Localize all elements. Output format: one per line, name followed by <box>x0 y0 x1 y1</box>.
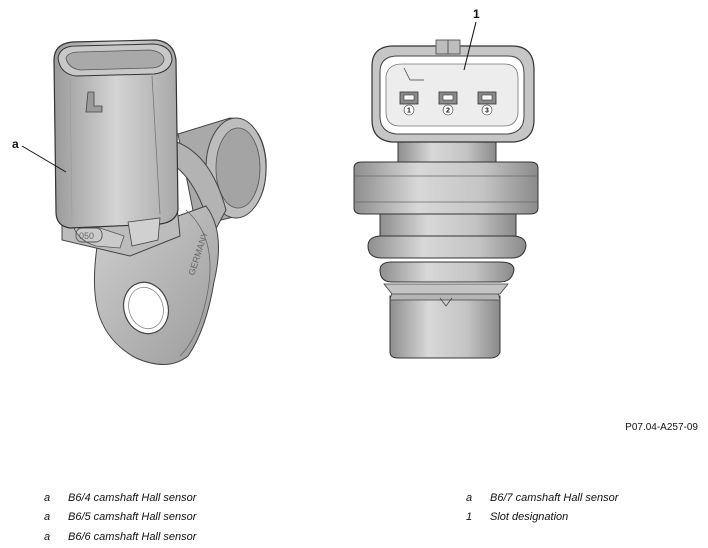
callout-a: a <box>12 137 67 173</box>
callout-1-label: 1 <box>473 7 480 21</box>
sensor-illustration: GERMANY 050 a <box>12 7 539 365</box>
figure-code: P07.04-A257-09 <box>625 422 698 433</box>
legend-key: a <box>44 511 51 524</box>
legend-item: a B6/7 camshaft Hall sensor <box>466 488 618 508</box>
legend-key: a <box>44 530 51 543</box>
callout-a-label: a <box>12 137 19 151</box>
pin-3-label: 3 <box>485 108 489 115</box>
pin-2: 2 <box>438 91 458 116</box>
right-sensor: 1 2 3 <box>353 39 539 359</box>
callout-1: 1 <box>463 7 480 71</box>
pin-1: 1 <box>399 91 419 116</box>
legend-text: B6/6 camshaft Hall sensor <box>68 530 197 543</box>
legend-left: a B6/4 camshaft Hall sensor a B6/5 camsh… <box>44 488 196 547</box>
legend-key: 1 <box>466 511 473 524</box>
legend-key: a <box>466 491 473 504</box>
embossed-code-text: 050 <box>79 231 94 241</box>
legend-item: a B6/5 camshaft Hall sensor <box>44 508 196 528</box>
legend-item: a B6/6 camshaft Hall sensor <box>44 527 196 547</box>
pin-3: 3 <box>477 91 497 116</box>
legend-right: a B6/7 camshaft Hall sensor 1 Slot desig… <box>466 488 618 527</box>
legend-text: B6/5 camshaft Hall sensor <box>68 511 197 524</box>
left-sensor: GERMANY 050 <box>53 39 267 365</box>
legend-text: Slot designation <box>490 511 569 524</box>
legend-text: B6/4 camshaft Hall sensor <box>68 491 197 504</box>
legend-text: B6/7 camshaft Hall sensor <box>490 491 619 504</box>
legend-item: 1 Slot designation <box>466 508 618 528</box>
pin-2-label: 2 <box>446 108 450 115</box>
pin-1-label: 1 <box>407 108 411 115</box>
legend-key: a <box>44 491 51 504</box>
legend-item: a B6/4 camshaft Hall sensor <box>44 488 196 508</box>
